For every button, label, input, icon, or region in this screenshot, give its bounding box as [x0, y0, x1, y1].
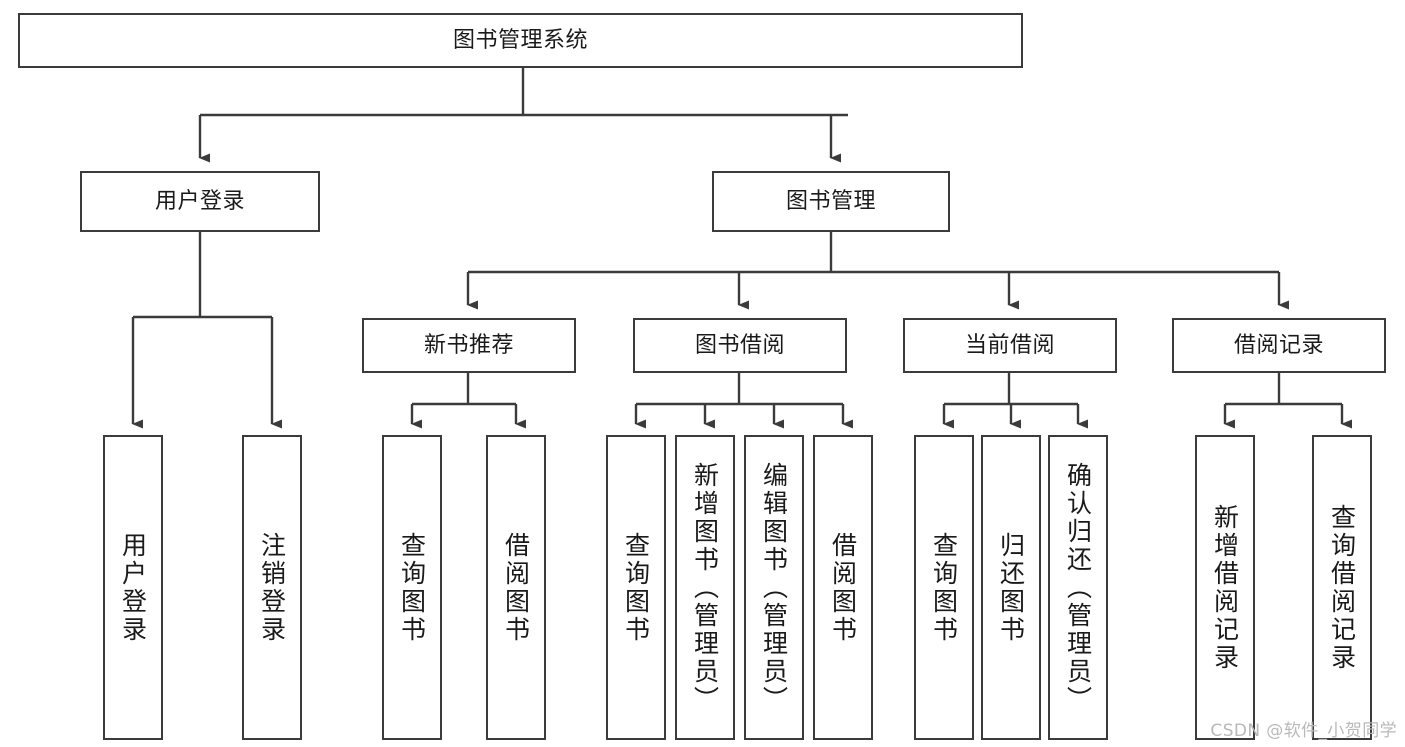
node-current-borrow[interactable]: 当前借阅: [903, 318, 1117, 373]
node-leaf-edit-book-label: 编辑图书（管理员）: [759, 461, 789, 714]
node-leaf-confirm-return[interactable]: 确认归还（管理员）: [1048, 435, 1108, 740]
node-borrow-record[interactable]: 借阅记录: [1172, 318, 1386, 373]
node-leaf-query-book-1[interactable]: 查询图书: [382, 435, 442, 740]
node-new-book-recommend[interactable]: 新书推荐: [362, 318, 576, 373]
node-leaf-user-logout[interactable]: 注销登录: [242, 435, 302, 740]
node-leaf-user-login-label: 用户登录: [118, 531, 148, 644]
node-leaf-query-record[interactable]: 查询借阅记录: [1312, 435, 1372, 740]
node-leaf-query-book-2-label: 查询图书: [621, 531, 651, 644]
node-current-borrow-label: 当前借阅: [964, 332, 1055, 358]
node-new-book-recommend-label: 新书推荐: [423, 332, 514, 358]
node-leaf-add-book-label: 新增图书（管理员）: [690, 461, 720, 714]
node-book-manage[interactable]: 图书管理: [712, 171, 950, 232]
node-book-manage-label: 图书管理: [785, 188, 876, 214]
node-leaf-user-logout-label: 注销登录: [257, 531, 287, 644]
node-leaf-query-book-1-label: 查询图书: [397, 531, 427, 644]
node-leaf-return-book[interactable]: 归还图书: [981, 435, 1041, 740]
node-leaf-borrow-book-1-label: 借阅图书: [501, 531, 531, 644]
node-leaf-query-book-3-label: 查询图书: [929, 531, 959, 644]
node-borrow-record-label: 借阅记录: [1233, 332, 1324, 358]
node-leaf-borrow-book-2[interactable]: 借阅图书: [813, 435, 873, 740]
node-leaf-add-book[interactable]: 新增图书（管理员）: [675, 435, 735, 740]
node-root-label: 图书管理系统: [452, 27, 588, 53]
node-leaf-return-book-label: 归还图书: [996, 531, 1026, 644]
node-book-borrow-label: 图书借阅: [694, 332, 785, 358]
node-user-login[interactable]: 用户登录: [80, 171, 320, 232]
node-leaf-edit-book[interactable]: 编辑图书（管理员）: [744, 435, 804, 740]
node-leaf-query-book-3[interactable]: 查询图书: [914, 435, 974, 740]
node-leaf-user-login[interactable]: 用户登录: [103, 435, 163, 740]
node-book-borrow[interactable]: 图书借阅: [633, 318, 847, 373]
node-leaf-borrow-book-1[interactable]: 借阅图书: [486, 435, 546, 740]
node-leaf-confirm-return-label: 确认归还（管理员）: [1063, 461, 1093, 714]
node-leaf-add-record-label: 新增借阅记录: [1210, 503, 1240, 672]
node-leaf-borrow-book-2-label: 借阅图书: [828, 531, 858, 644]
node-leaf-query-book-2[interactable]: 查询图书: [606, 435, 666, 740]
node-root[interactable]: 图书管理系统: [18, 13, 1023, 68]
node-leaf-add-record[interactable]: 新增借阅记录: [1195, 435, 1255, 740]
csdn-watermark: CSDN @软件_小贺同学: [1210, 721, 1397, 741]
node-leaf-query-record-label: 查询借阅记录: [1327, 503, 1357, 672]
node-user-login-label: 用户登录: [154, 188, 245, 214]
